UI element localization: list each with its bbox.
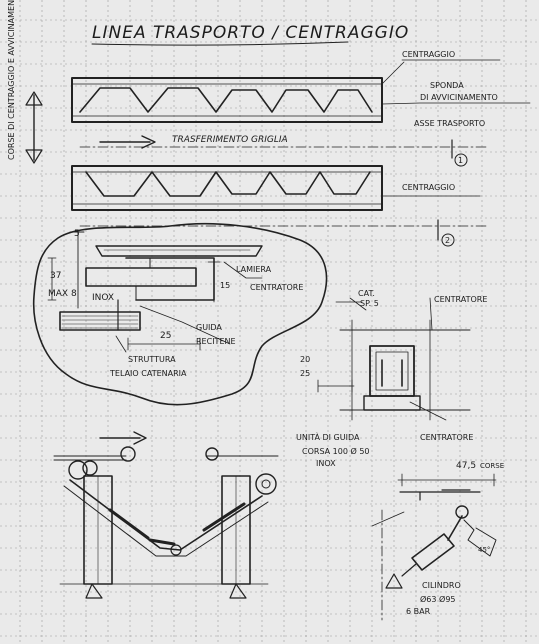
conveyor-axis bbox=[79, 135, 489, 149]
dim-5: 5 bbox=[74, 229, 80, 239]
dim-15: 15 bbox=[220, 281, 230, 290]
dim-max8: MAX 8 bbox=[48, 289, 77, 299]
label-centratore-right-2: CENTRATORE bbox=[420, 433, 473, 442]
label-centratore-right: CENTRATORE bbox=[434, 295, 487, 304]
centerline-1-icon: 1 bbox=[451, 139, 468, 167]
label-telaio: TELAIO CATENARIA bbox=[109, 369, 187, 378]
side-note: CORSE DI CENTRAGGIO E AVVICINAMENTO bbox=[7, 0, 16, 160]
label-corsa: CORSA 100 Ø 50 bbox=[302, 446, 370, 456]
conveyor-label: TRASFERIMENTO GRIGLIA bbox=[172, 135, 288, 145]
label-asse-trasporto: ASSE TRASPORTO bbox=[414, 119, 485, 128]
centering-rail-top bbox=[71, 77, 383, 123]
dim-20: 20 bbox=[300, 355, 310, 364]
detail-cloud bbox=[32, 222, 328, 406]
dim-25: 25 bbox=[160, 331, 171, 341]
label-cilindro-spec: Ø63 Ø95 bbox=[420, 594, 456, 604]
label-unita-guida: UNITÀ DI GUIDA bbox=[296, 431, 360, 442]
centerline-2-icon: 2 bbox=[437, 219, 455, 247]
svg-text:1: 1 bbox=[458, 156, 463, 165]
cross-section-detail bbox=[47, 231, 263, 353]
centering-rail-bottom bbox=[71, 165, 383, 211]
label-lamiera: LAMIERA bbox=[236, 265, 272, 274]
dim-45-deg: 45° bbox=[478, 546, 490, 554]
label-centraggio-top: CENTRAGGIO bbox=[402, 50, 455, 59]
svg-text:2: 2 bbox=[445, 236, 450, 245]
label-corse: CORSE bbox=[480, 462, 504, 470]
guide-unit-detail bbox=[317, 297, 471, 421]
label-centratore: CENTRATORE bbox=[250, 283, 303, 292]
title-underline bbox=[91, 41, 349, 46]
label-guida: GUIDA bbox=[196, 323, 222, 332]
dim-37: 37 bbox=[50, 271, 61, 281]
vertical-double-arrow-icon bbox=[25, 91, 43, 164]
label-struttura: STRUTTURA bbox=[128, 355, 176, 364]
label-pressure: 6 BAR bbox=[406, 607, 431, 616]
label-cat: CAT. bbox=[358, 289, 375, 298]
label-sponda: SPONDA bbox=[430, 81, 464, 90]
label-inox: INOX bbox=[92, 293, 114, 303]
label-sp5: SP. 5 bbox=[360, 299, 379, 308]
sketch-title: LINEA TRASPORTO / CENTRAGGIO bbox=[92, 23, 409, 43]
dim-25b: 25 bbox=[300, 369, 310, 378]
arrow-right-icon bbox=[99, 431, 147, 445]
label-inox-2: INOX bbox=[316, 459, 336, 468]
label-cilindro: CILINDRO bbox=[422, 581, 461, 590]
label-centraggio-bottom: CENTRAGGIO bbox=[402, 183, 455, 192]
dim-47-5: 47,5 bbox=[456, 461, 476, 471]
label-recitene: RECITENE bbox=[196, 337, 236, 346]
cylinder-sketch bbox=[371, 473, 497, 621]
label-avvicinamento: DI AVVICINAMENTO bbox=[420, 93, 498, 102]
machine-frame-sketch bbox=[53, 446, 279, 599]
